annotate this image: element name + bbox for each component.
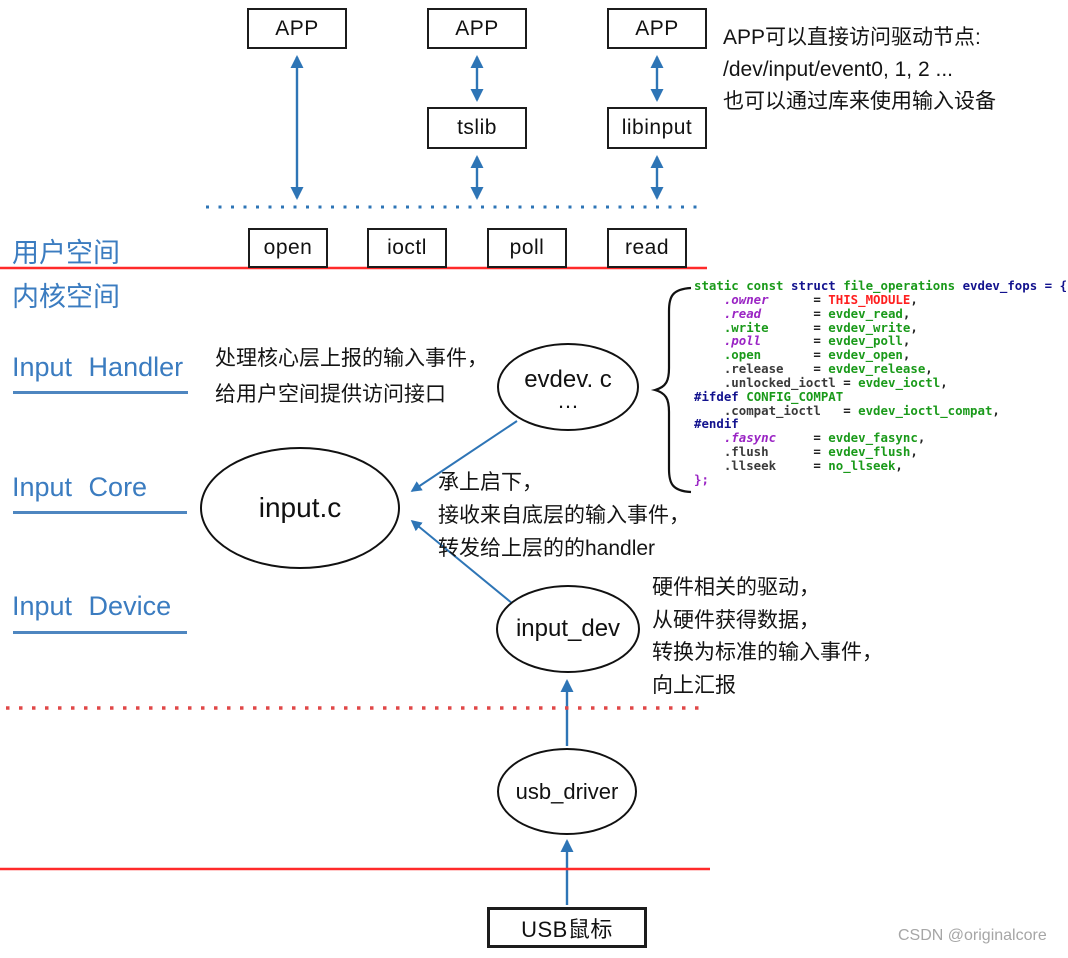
usb-mouse-box: USB鼠标: [487, 907, 647, 948]
syscall-read-label: read: [624, 236, 670, 259]
evdev-node: evdev. c …: [497, 343, 639, 431]
syscall-box-ioctl: ioctl: [367, 228, 447, 268]
curly-brace-icon: [650, 286, 692, 494]
code-block: static const struct file_operations evde…: [694, 278, 1068, 487]
annotation-app-access-line1: APP可以直接访问驱动节点:: [723, 26, 981, 49]
annotation-device-line3: 转换为标准的输入事件，: [652, 641, 883, 664]
annotation-handler: 处理核心层上报的输入事件， 给用户空间提供访问接口: [215, 341, 488, 413]
input-core-underline: [13, 511, 187, 514]
user-space-label: 用户空间: [12, 238, 120, 268]
app-box-3: APP: [607, 8, 707, 49]
inputc-node: input.c: [200, 447, 400, 569]
layer-label-input-device: Input Device: [12, 591, 172, 621]
tslib-box: tslib: [427, 107, 527, 149]
inputc-node-label: input.c: [258, 492, 342, 523]
syscall-ioctl-label: ioctl: [387, 236, 427, 259]
annotation-app-access-line2: /dev/input/event0, 1, 2 ...: [723, 58, 953, 81]
syscall-open-label: open: [263, 236, 313, 259]
libinput-box-label: libinput: [621, 116, 693, 139]
libinput-box: libinput: [607, 107, 707, 149]
usbdriver-node-label: usb_driver: [515, 778, 619, 804]
layer-label-input-core: Input Core: [12, 472, 148, 502]
evdev-node-label: evdev. c: [524, 366, 612, 393]
tslib-box-label: tslib: [457, 116, 497, 139]
annotation-core-line2: 接收来自底层的输入事件，: [438, 504, 690, 527]
annotation-app-access: APP可以直接访问驱动节点: /dev/input/event0, 1, 2 .…: [723, 22, 996, 118]
annotation-core-line3: 转发给上层的的handler: [438, 537, 656, 560]
annotation-handler-line2: 给用户空间提供访问接口: [215, 383, 446, 406]
kernel-space-label: 内核空间: [12, 282, 120, 312]
annotation-device-line1: 硬件相关的驱动，: [652, 576, 820, 599]
app-box-2-label: APP: [455, 16, 499, 40]
inputdev-node: input_dev: [496, 585, 640, 673]
input-handler-underline: [13, 391, 188, 394]
annotation-device: 硬件相关的驱动， 从硬件获得数据， 转换为标准的输入事件， 向上汇报: [652, 572, 883, 702]
annotation-app-access-line3: 也可以通过库来使用输入设备: [723, 90, 996, 113]
syscall-poll-label: poll: [509, 236, 545, 259]
usbdriver-node: usb_driver: [497, 748, 637, 835]
watermark: CSDN @originalcore: [898, 927, 1047, 944]
usb-mouse-label: USB鼠标: [521, 916, 613, 942]
annotation-handler-line1: 处理核心层上报的输入事件，: [215, 347, 488, 370]
annotation-device-line4: 向上汇报: [652, 673, 736, 697]
app-box-1: APP: [247, 8, 347, 49]
annotation-core: 承上启下， 接收来自底层的输入事件， 转发给上层的的handler: [438, 466, 690, 565]
syscall-box-poll: poll: [487, 228, 567, 268]
layer-label-input-handler: Input Handler: [12, 352, 184, 382]
app-box-2: APP: [427, 8, 527, 49]
syscall-box-read: read: [607, 228, 687, 268]
app-box-3-label: APP: [635, 16, 679, 40]
syscall-box-open: open: [248, 228, 328, 268]
inputdev-node-label: input_dev: [515, 615, 621, 642]
evdev-node-ellipsis: …: [557, 388, 579, 413]
annotation-device-line2: 从硬件获得数据，: [652, 608, 820, 632]
annotation-core-line1: 承上启下，: [438, 471, 543, 494]
app-box-1-label: APP: [275, 16, 319, 40]
input-device-underline: [13, 631, 187, 634]
